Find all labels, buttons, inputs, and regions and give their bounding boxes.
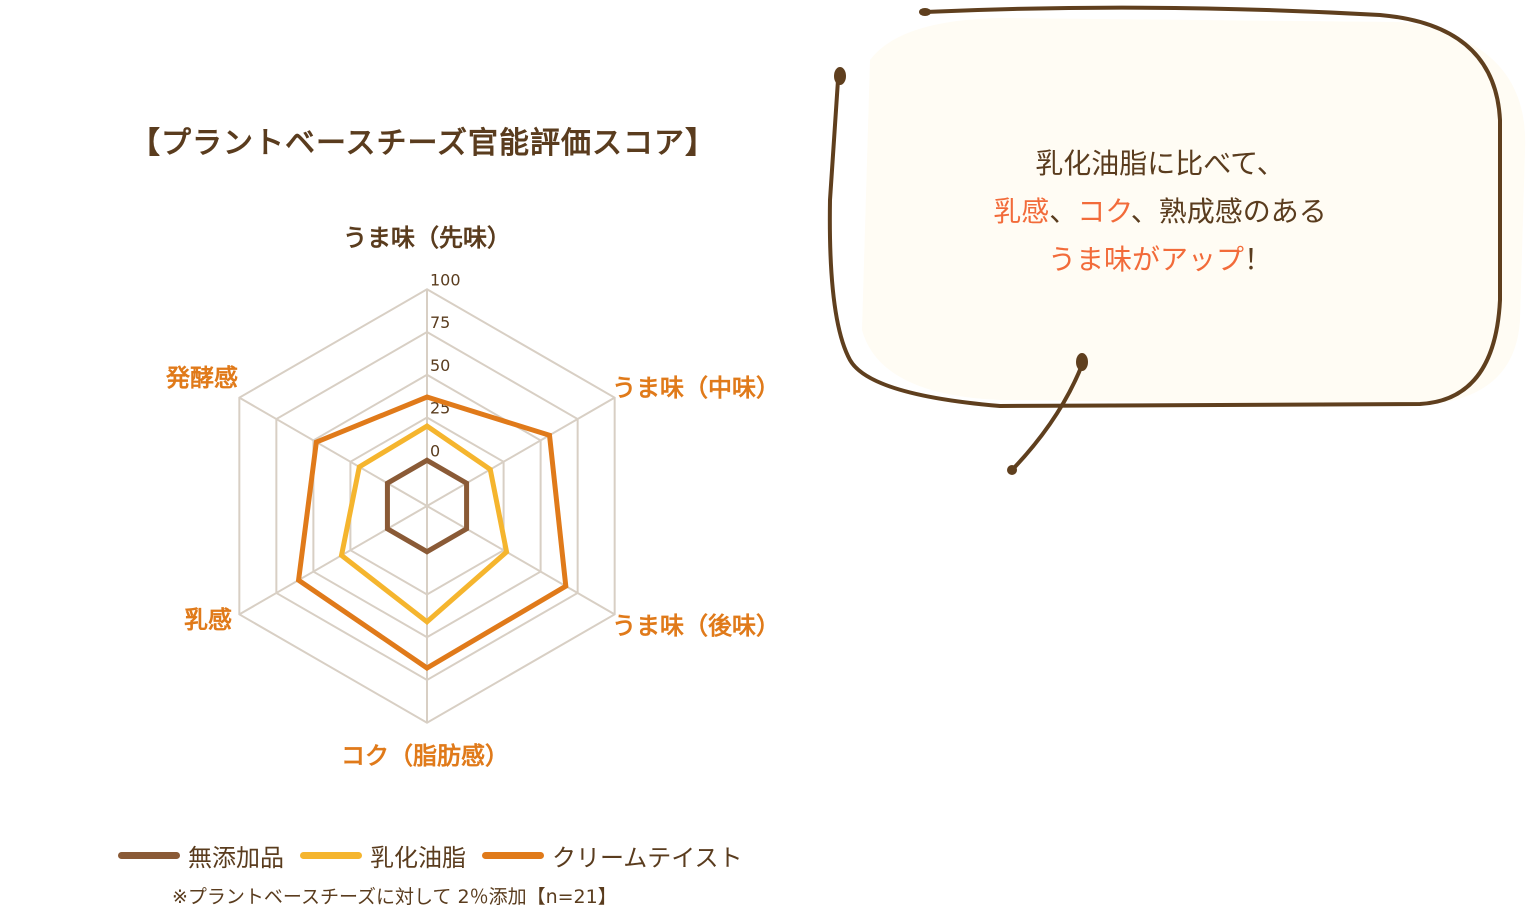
bubble-message: 乳化油脂に比べて、 乳感、コク、熟成感のある うま味がアップ！	[860, 140, 1460, 284]
tick-label: 75	[430, 313, 450, 332]
grid-spoke	[426, 396, 616, 507]
legend-label: 無添加品	[188, 844, 284, 872]
legend-item-nyuka: 乳化油脂	[300, 838, 466, 873]
axis-label-koku: コク（脂肪感）	[341, 742, 509, 770]
legend-item-mutenka: 無添加品	[118, 838, 284, 873]
highlight-text: コク	[1077, 195, 1131, 228]
bubble-line-2: 乳感、コク、熟成感のある	[860, 188, 1460, 236]
legend-item-cream: クリームテイスト	[482, 838, 743, 873]
legend-swatch	[118, 852, 180, 859]
legend: 無添加品 乳化油脂 クリームテイスト	[118, 838, 759, 873]
text: 、熟成感のある	[1130, 195, 1327, 228]
footnote: ※プラントベースチーズに対して 2％添加【n=21】	[172, 886, 617, 908]
grid-spoke	[238, 505, 428, 616]
legend-swatch	[482, 852, 544, 859]
axis-label-nyukan: 乳感	[184, 606, 232, 634]
chart-title: 【プラントベースチーズ官能評価スコア】	[130, 126, 716, 161]
axis-label-hakkokan: 発酵感	[166, 364, 238, 392]
tick-label: 50	[430, 356, 450, 375]
text: ！	[1244, 243, 1273, 276]
axis-label-umami-first: うま味（先味）	[343, 224, 511, 252]
highlight-text: うま味がアップ	[1047, 243, 1244, 276]
axis-label-umami-middle: うま味（中味）	[612, 374, 780, 402]
tick-label: 100	[430, 270, 461, 289]
legend-label: クリームテイスト	[552, 844, 743, 872]
grid-spoke	[238, 396, 428, 507]
bubble-line-3: うま味がアップ！	[860, 236, 1460, 284]
highlight-text: 乳感	[993, 195, 1050, 228]
text: 、	[1049, 195, 1078, 228]
legend-label: 乳化油脂	[370, 844, 466, 872]
grid-spoke	[426, 505, 616, 616]
legend-swatch	[300, 852, 362, 859]
tick-label: 0	[430, 441, 440, 460]
axis-label-umami-after: うま味（後味）	[612, 612, 780, 640]
bubble-line-1: 乳化油脂に比べて、	[1035, 147, 1285, 180]
